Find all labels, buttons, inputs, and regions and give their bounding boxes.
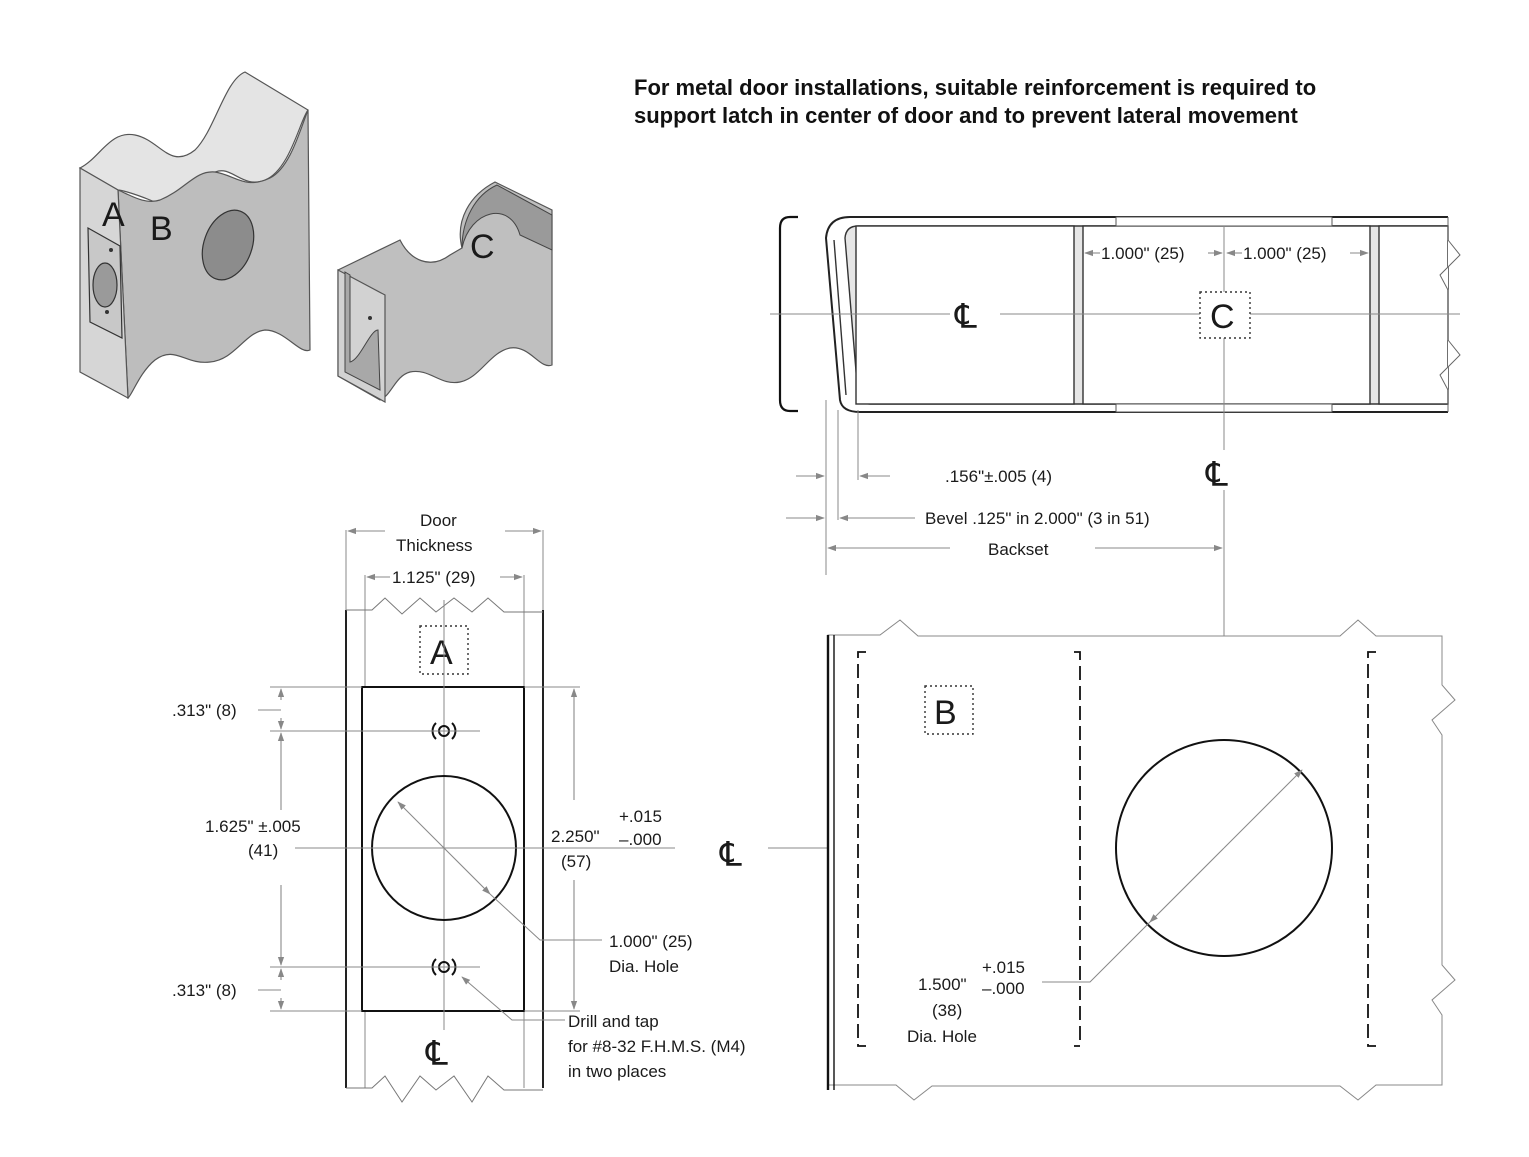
- face-label-b: B: [934, 694, 957, 732]
- edge-centerline: ℄: [425, 1035, 448, 1073]
- bracket-slot: [344, 271, 381, 391]
- top-label-c-box: [1199, 291, 1251, 339]
- face-hole-1: 1.500": [918, 975, 967, 994]
- top-dim-left: 1.000" (25): [1101, 244, 1185, 263]
- iso-label-c: C: [470, 228, 495, 266]
- top-centerline-2: ℄: [1205, 456, 1228, 494]
- face-view: B 1.500" +.015 –.000 (38) Dia. Hole: [826, 619, 1456, 1101]
- drill-note-3: in two places: [568, 1062, 666, 1081]
- center-centerline: ℄: [719, 836, 742, 874]
- edge-dim-height-1: 2.250": [551, 827, 600, 846]
- edge-dim-height-plus: +.015: [619, 807, 662, 826]
- edge-dim-top: .313" (8): [172, 701, 237, 720]
- edge-hole-1: 1.000" (25): [609, 932, 693, 951]
- top-centerline: ℄: [954, 298, 977, 336]
- note-line-1: For metal door installations, suitable r…: [634, 75, 1317, 100]
- face-hole: [201, 209, 255, 281]
- iso-label-a: A: [102, 196, 125, 234]
- door-thickness-2: Thickness: [396, 536, 473, 555]
- edge-dim-height-minus: –.000: [619, 830, 662, 849]
- face-hole-minus: –.000: [982, 979, 1025, 998]
- door-thickness-1: Door: [420, 511, 457, 530]
- top-dim-bevel: Bevel .125" in 2.000" (3 in 51): [925, 509, 1150, 528]
- top-view: C ℄ 1.000" (25) 1.000" (25) ℄ .156"±.005…: [770, 215, 1461, 1085]
- face-hole-plus: +.015: [982, 958, 1025, 977]
- edge-dim-width: 1.125" (29): [392, 568, 476, 587]
- top-dim-edge: .156"±.005 (4): [945, 467, 1052, 486]
- face-hole-2: (38): [932, 1001, 962, 1020]
- edge-dim-height-2: (57): [561, 852, 591, 871]
- face-hole-1-5in: [1115, 739, 1333, 957]
- edge-plate-outline: [361, 686, 525, 1012]
- iso-label-b: B: [150, 210, 173, 248]
- isometric-reinforcement: C: [337, 181, 553, 404]
- edge-label-a: A: [430, 634, 453, 672]
- edge-hole: [92, 262, 118, 308]
- top-dim-backset: Backset: [988, 540, 1049, 559]
- note-line-2: support latch in center of door and to p…: [634, 103, 1298, 128]
- drill-note-1: Drill and tap: [568, 1012, 659, 1031]
- edge-view: Door Thickness 1.125" (29) A 1.000" (25)…: [172, 511, 1442, 1103]
- edge-dim-spacing-2: (41): [248, 841, 278, 860]
- drill-note-2: for #8-32 F.H.M.S. (M4): [568, 1037, 746, 1056]
- bracket-body: [337, 181, 553, 401]
- installation-note: For metal door installations, suitable r…: [634, 74, 1504, 130]
- edge-hole-2: Dia. Hole: [609, 957, 679, 976]
- face-hole-3: Dia. Hole: [907, 1027, 977, 1046]
- top-label-c: C: [1210, 298, 1235, 336]
- edge-dim-bottom: .313" (8): [172, 981, 237, 1000]
- edge-dim-spacing-1: 1.625" ±.005: [205, 817, 301, 836]
- top-dim-right: 1.000" (25): [1243, 244, 1327, 263]
- isometric-door: A B: [78, 71, 311, 400]
- bracket-saddle: [461, 184, 553, 251]
